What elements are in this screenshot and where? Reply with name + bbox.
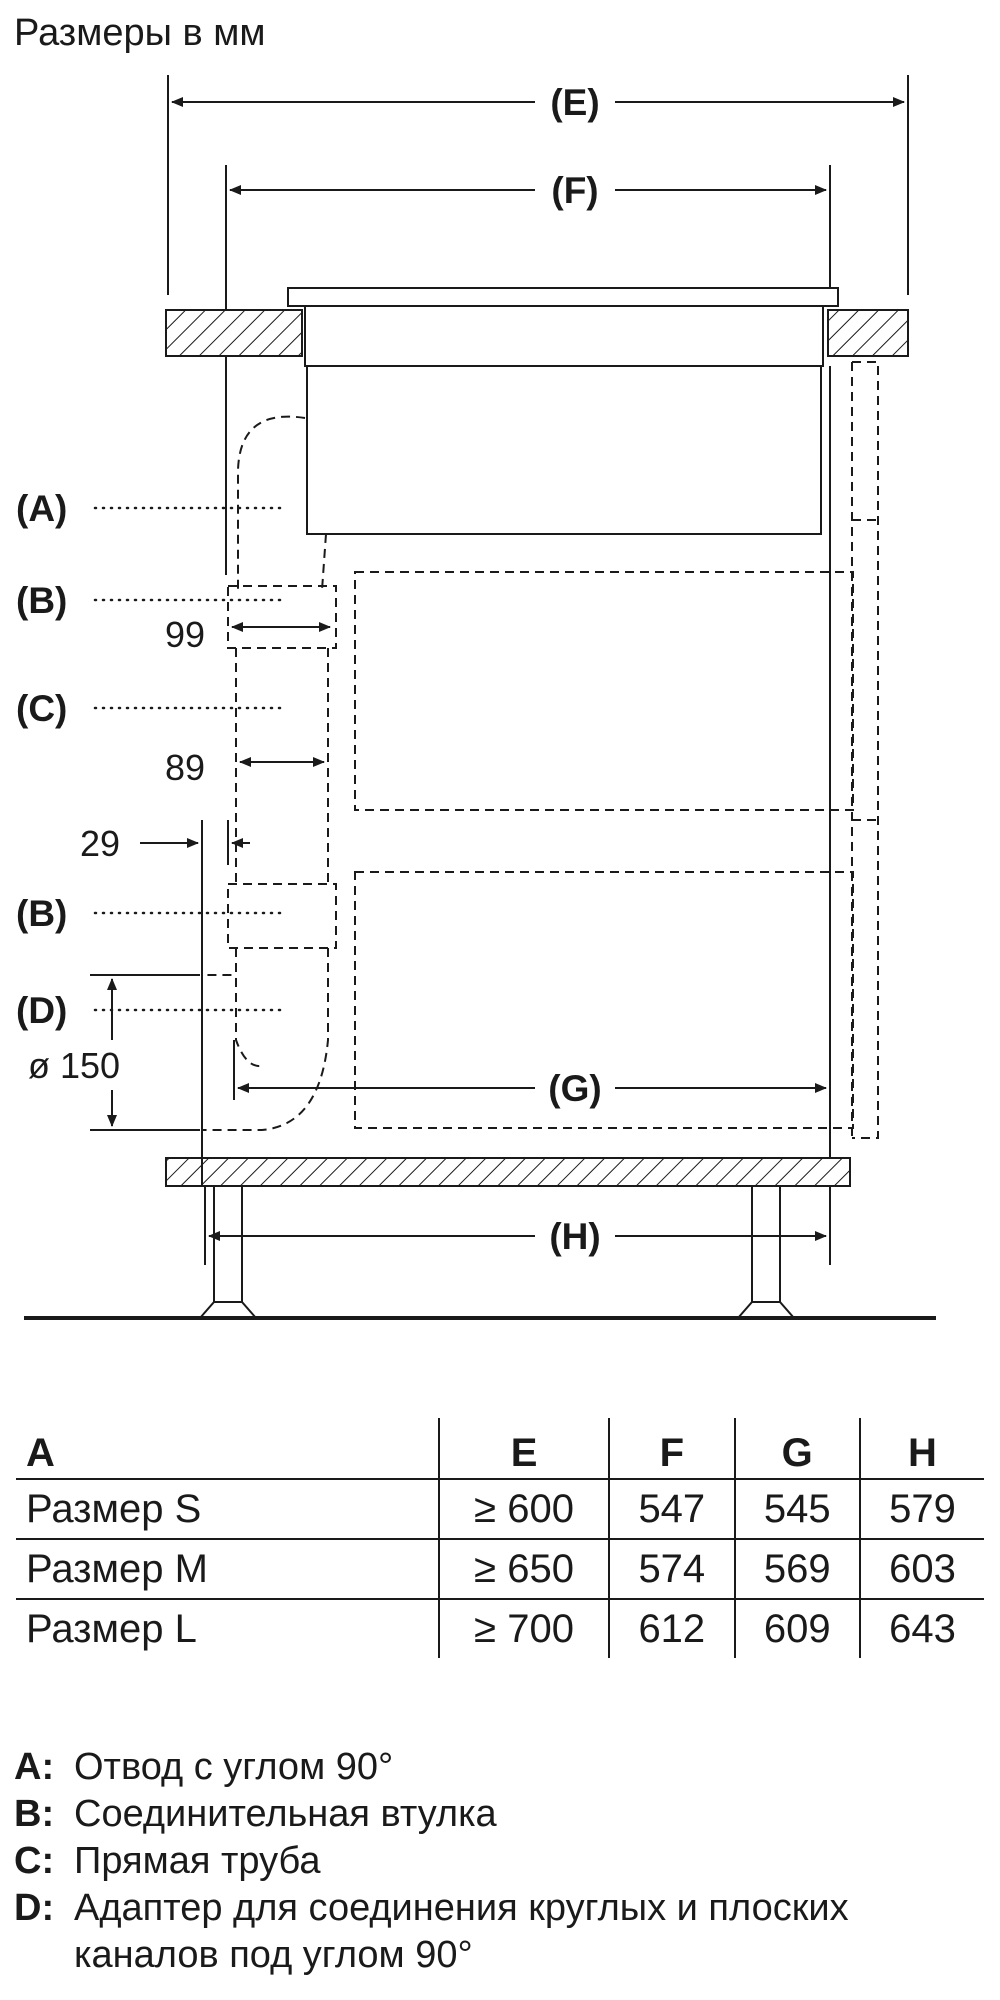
label-part-d: (D) bbox=[16, 990, 67, 1031]
label-f: (F) bbox=[551, 170, 598, 211]
label-99: 99 bbox=[165, 614, 205, 655]
label-part-b-upper: (B) bbox=[16, 580, 67, 621]
sleeve-b-upper bbox=[227, 585, 337, 649]
worktop-right bbox=[827, 309, 909, 357]
label-part-c: (C) bbox=[16, 688, 67, 729]
legend-text: Адаптер для соединения круглых и плоских… bbox=[74, 1887, 849, 1976]
page-title: Размеры в мм bbox=[14, 12, 266, 54]
drawer-lower bbox=[354, 871, 854, 1129]
sleeve-b-lower bbox=[227, 883, 337, 949]
label-89: 89 bbox=[165, 747, 205, 788]
legend-text: Прямая труба bbox=[74, 1840, 321, 1882]
leg-left bbox=[213, 1185, 243, 1305]
table-header: E bbox=[437, 1418, 610, 1480]
label-150: ø 150 bbox=[28, 1045, 120, 1086]
drawer-upper bbox=[354, 571, 854, 811]
table-row: Размер M ≥ 650 574 569 603 bbox=[16, 1539, 984, 1600]
worktop-left bbox=[165, 309, 303, 357]
legend-key: C: bbox=[14, 1840, 55, 1882]
leg-right bbox=[751, 1185, 781, 1305]
label-h: (H) bbox=[549, 1216, 600, 1257]
legend-key: A: bbox=[14, 1746, 55, 1788]
label-g: (G) bbox=[548, 1068, 601, 1109]
table-header: H bbox=[858, 1418, 984, 1480]
table-cell: 579 bbox=[858, 1479, 984, 1540]
label-29: 29 bbox=[80, 823, 120, 864]
table-cell: 603 bbox=[858, 1539, 984, 1600]
side-panel-dashed bbox=[851, 361, 879, 1139]
label-part-a: (A) bbox=[16, 488, 67, 529]
hob-glass bbox=[287, 287, 839, 307]
legend-item: A: Отвод с углом 90° bbox=[14, 1744, 984, 1791]
table-cell: 569 bbox=[733, 1539, 860, 1600]
table-header-row: A E F G H bbox=[16, 1418, 984, 1480]
legend-key: B: bbox=[14, 1793, 55, 1835]
table-cell: ≥ 650 bbox=[437, 1539, 610, 1600]
table-header: A bbox=[16, 1418, 439, 1480]
table-cell: Размер M bbox=[16, 1539, 439, 1600]
hob-body-lower bbox=[306, 365, 822, 535]
label-part-b-lower: (B) bbox=[16, 893, 67, 934]
legend: A: Отвод с углом 90° B: Соединительная в… bbox=[14, 1744, 984, 1979]
table-header: F bbox=[608, 1418, 735, 1480]
legend-item: D: Адаптер для соединения круглых и плос… bbox=[14, 1885, 984, 1979]
table-cell: 643 bbox=[858, 1599, 984, 1658]
table-cell: Размер S bbox=[16, 1479, 439, 1540]
legend-key: D: bbox=[14, 1887, 55, 1929]
installation-diagram: (E) (F) (G) (H) (A) (B) (C) (B) (D) 99 8… bbox=[16, 75, 936, 1320]
table-header: G bbox=[733, 1418, 860, 1480]
dimensions-table: A E F G H Размер S ≥ 600 547 545 579 Раз… bbox=[16, 1418, 984, 1658]
table-cell: ≥ 600 bbox=[437, 1479, 610, 1540]
table-cell: 612 bbox=[608, 1599, 735, 1658]
table-row: Размер S ≥ 600 547 545 579 bbox=[16, 1479, 984, 1540]
adapter-d-outline bbox=[201, 948, 329, 1131]
table-cell: 547 bbox=[608, 1479, 735, 1540]
table-cell: ≥ 700 bbox=[437, 1599, 610, 1658]
table-row: Размер L ≥ 700 612 609 643 bbox=[16, 1599, 984, 1658]
foot-right bbox=[735, 1301, 797, 1319]
legend-text: Отвод с углом 90° bbox=[74, 1746, 394, 1788]
table-cell: 545 bbox=[733, 1479, 860, 1540]
label-e: (E) bbox=[550, 82, 599, 123]
legend-text: Соединительная втулка bbox=[74, 1793, 497, 1835]
cabinet-floor bbox=[165, 1157, 851, 1187]
legend-item: C: Прямая труба bbox=[14, 1838, 984, 1885]
foot-left bbox=[197, 1301, 259, 1319]
legend-item: B: Соединительная втулка bbox=[14, 1791, 984, 1838]
elbow-a-outline bbox=[237, 415, 327, 591]
table-cell: Размер L bbox=[26, 1606, 197, 1651]
table-cell: 609 bbox=[733, 1599, 860, 1658]
table-cell: 574 bbox=[608, 1539, 735, 1600]
hob-body-upper bbox=[304, 305, 824, 367]
